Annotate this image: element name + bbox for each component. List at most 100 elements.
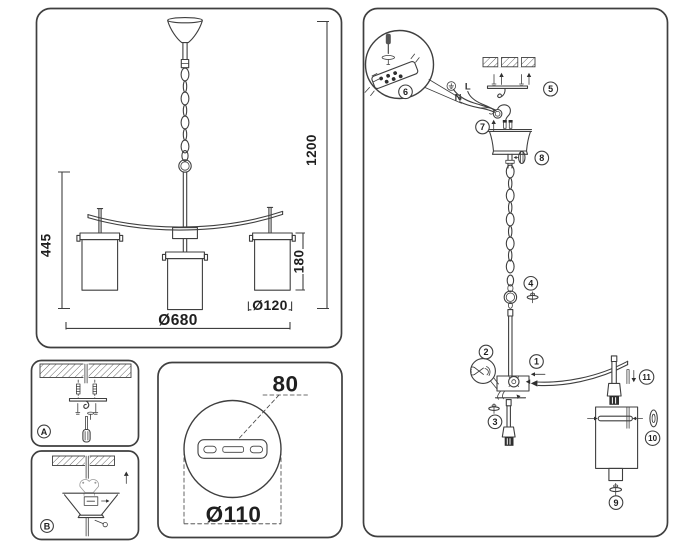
swivel-link-4 xyxy=(503,274,518,309)
step-badge-9: 9 xyxy=(608,495,624,510)
dim-label-slot-length: 80 xyxy=(272,372,298,397)
dimension-total-drop: 1200 xyxy=(304,20,329,310)
canopy xyxy=(167,17,203,69)
arm-tip-rod xyxy=(610,355,618,385)
step-b-panel-border xyxy=(30,450,140,541)
step-11-label: 11 xyxy=(642,373,651,382)
wing-nut-3 xyxy=(488,403,500,414)
wire-neutral-label: N xyxy=(455,92,462,103)
shade-center xyxy=(161,251,209,311)
dimension-body-height: 445 xyxy=(39,171,70,310)
canopy-cone xyxy=(62,492,120,519)
wire-twist-callout xyxy=(470,358,499,390)
assembly-panel-border xyxy=(362,7,669,538)
lift-arrow xyxy=(123,471,129,484)
step-b-badge: B xyxy=(40,519,54,533)
dim-label-plate-diameter: Ø110 xyxy=(206,502,262,527)
step-badge-2: 2 xyxy=(478,344,494,360)
dim-label-overall-diameter: Ø680 xyxy=(158,312,198,329)
step-3-label: 3 xyxy=(492,417,497,427)
mounting-bracket-assembly xyxy=(486,72,532,99)
mounting-bar xyxy=(68,397,108,409)
supply-wires: L N xyxy=(446,81,497,115)
step-badge-8: 8 xyxy=(534,150,550,166)
step-a-badge: A xyxy=(37,424,51,439)
dim-label-shade-height: 180 xyxy=(292,250,307,274)
arms xyxy=(87,210,284,231)
ceiling-hatch-a xyxy=(39,363,132,384)
arm-assembly xyxy=(530,360,629,387)
ground-symbol-icon xyxy=(446,81,457,91)
center-rod xyxy=(172,171,198,253)
dimension-shade-diameter: Ø120 xyxy=(247,297,293,313)
step-b-label: B xyxy=(44,521,51,531)
callout-leader-lines xyxy=(424,79,462,104)
terminal-block xyxy=(364,53,420,96)
shade-right xyxy=(248,206,296,291)
wing-nut-4 xyxy=(526,291,539,304)
slot-leader-line xyxy=(232,394,280,446)
step-badge-4: 4 xyxy=(523,275,539,291)
plate-circle xyxy=(183,399,282,499)
step-10-label: 10 xyxy=(648,434,657,443)
step-4-label: 4 xyxy=(528,279,533,289)
socket-center xyxy=(501,399,516,446)
wall-anchors xyxy=(76,379,97,399)
step-badge-11: 11 xyxy=(638,369,655,385)
terminal-block-callout xyxy=(364,29,435,100)
plate-diameter-extents xyxy=(183,450,282,525)
assembly-chain xyxy=(505,164,515,274)
dim-label-body-height: 445 xyxy=(39,233,54,257)
step-8-label: 8 xyxy=(539,153,544,163)
center-rod-assembly xyxy=(507,309,514,377)
screwdriver-icon xyxy=(82,416,91,443)
ceiling-hatch-b xyxy=(52,455,115,479)
side-washer-10 xyxy=(649,409,658,428)
step-badge-1: 1 xyxy=(529,354,546,377)
shade-fitter xyxy=(608,467,624,482)
dim-label-shade-diameter: Ø120 xyxy=(252,297,287,313)
panel-ceiling-plate: 80 Ø110 xyxy=(157,361,343,539)
step-badge-5: 5 xyxy=(543,81,559,97)
socket-right xyxy=(606,382,622,405)
slide-arrow xyxy=(101,499,110,503)
step-7-label: 7 xyxy=(480,122,485,132)
step-badge-10: 10 xyxy=(644,430,661,446)
step-1-label: 1 xyxy=(534,357,539,367)
dim-label-total-drop: 1200 xyxy=(304,134,319,166)
side-screw-8 xyxy=(513,150,526,165)
canopy-stem xyxy=(85,517,108,537)
step-badge-6: 6 xyxy=(398,84,413,100)
step-a-label: A xyxy=(41,427,48,437)
hub-assembly xyxy=(494,375,531,400)
shade-left xyxy=(76,208,124,291)
canopy-hook xyxy=(492,104,513,129)
panel-step-b: B xyxy=(30,450,140,541)
panel-main-dimensions: 445 1200 180 Ø120 Ø680 xyxy=(35,7,343,349)
bracket-screws xyxy=(75,403,99,420)
hook xyxy=(83,400,90,409)
mounting-plate-slots xyxy=(197,439,268,459)
ceiling-hatch-assembly xyxy=(482,57,536,68)
suspension-chain xyxy=(180,67,190,154)
step-5-label: 5 xyxy=(548,84,553,94)
step-badge-7: 7 xyxy=(475,119,496,135)
step-a-panel-border xyxy=(30,359,140,447)
step-badge-3: 3 xyxy=(487,414,503,430)
step-9-label: 9 xyxy=(613,498,618,508)
panel-step-a: A xyxy=(30,359,140,447)
wing-nut-9 xyxy=(609,482,623,496)
retaining-pin-11 xyxy=(626,369,637,384)
wire-live-label: L xyxy=(465,81,471,92)
bracket-hook xyxy=(497,87,506,99)
main-panel-border xyxy=(35,7,343,349)
dimension-overall-diameter: Ø680 xyxy=(65,312,291,330)
glass-shade xyxy=(587,406,643,469)
center-hub xyxy=(172,227,198,240)
swivel-ring xyxy=(178,150,192,173)
screwdriver-icon-small xyxy=(385,33,391,55)
step-2-label: 2 xyxy=(483,347,488,357)
panel-assembly: 6 L N 5 xyxy=(362,7,669,538)
